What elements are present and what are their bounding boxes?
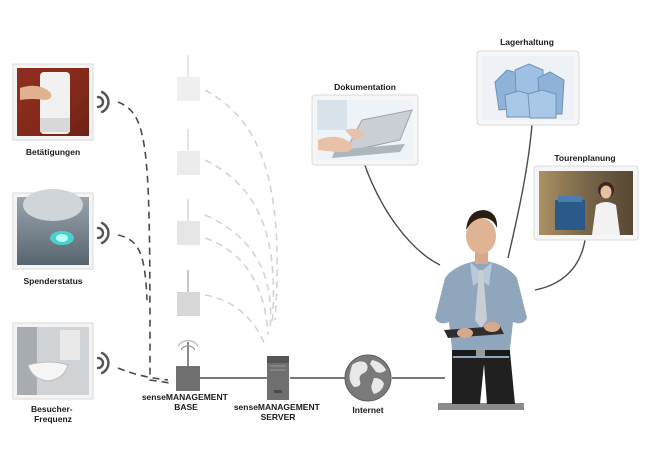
globe-icon [344, 354, 392, 402]
internet-label: Internet [352, 405, 383, 415]
documentation-label: Dokumentation [334, 82, 396, 92]
person-with-tablet [435, 210, 527, 410]
sensor-label-betaetigungen: Betätigungen [26, 147, 80, 157]
wireless-signal-icon [96, 90, 110, 114]
documentation-photo-laptop [311, 94, 419, 166]
faded-device [177, 129, 200, 175]
base-device [176, 340, 200, 391]
wireless-signal-icon [96, 351, 110, 375]
sensor-label-besucher-frequenz: Besucher- Frequenz [31, 404, 75, 424]
sensor-connections [117, 101, 171, 384]
faded-connections [204, 89, 278, 346]
warehouse-label: Lagerhaltung [500, 37, 554, 47]
warehouse-photo-bags [476, 50, 580, 126]
route-planning-label: Tourenplanung [554, 153, 615, 163]
sensor-photo-hand-dispenser [12, 63, 94, 141]
faded-device [177, 199, 200, 245]
sensor-photo-washroom [12, 322, 94, 400]
faded-devices [177, 55, 200, 316]
faded-device [177, 270, 200, 316]
wireless-signal-icon [96, 221, 110, 245]
server-label: senseMANAGEMENT SERVER [234, 402, 322, 422]
route-planning-photo-cleaner [533, 165, 639, 241]
base-label: senseMANAGEMENT BASE [142, 392, 230, 412]
sensor-photo-dispenser-status [12, 189, 94, 270]
sensor-label-spenderstatus: Spenderstatus [23, 276, 82, 286]
server-icon [267, 356, 289, 400]
network-line [200, 124, 586, 379]
faded-device [177, 55, 200, 101]
